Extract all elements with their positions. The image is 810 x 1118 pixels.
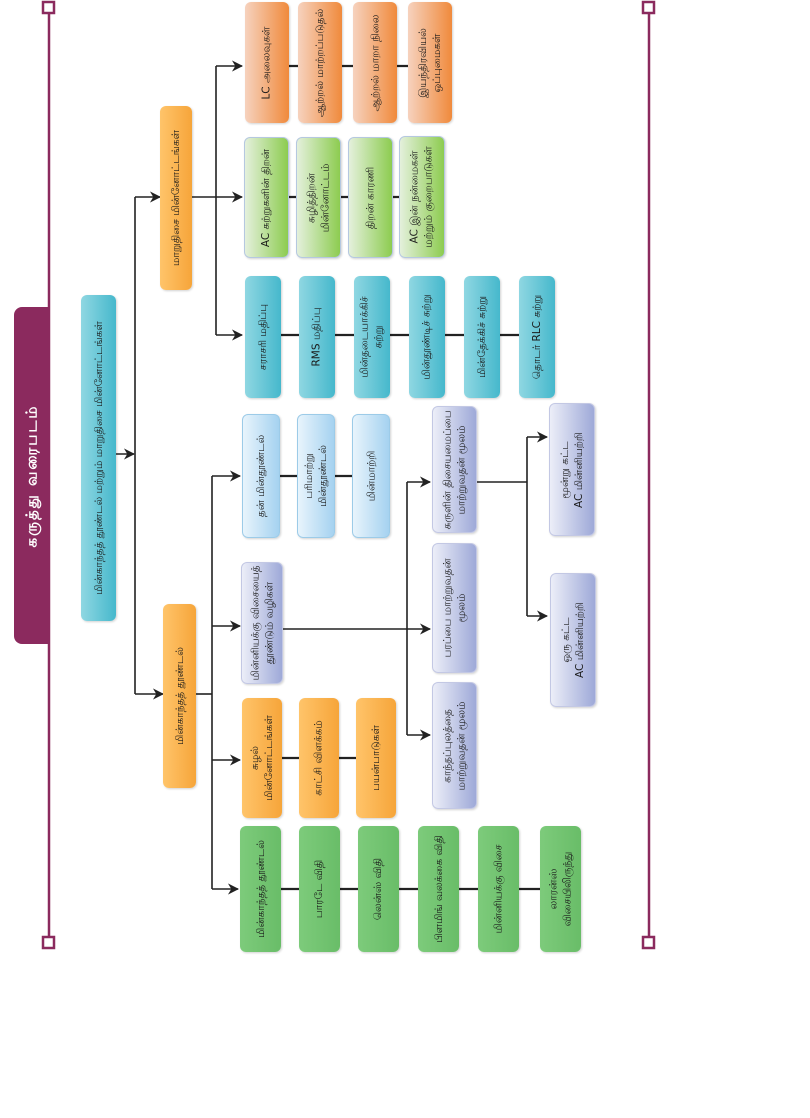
title-bar: கருத்து வரைபடம் [14, 307, 50, 644]
law-node-5: மின்னியக்கு விசை [478, 826, 519, 952]
emf-methods-node: மின்னியக்கு விசையைத் தூண்டும் வழிகள் [241, 562, 283, 684]
circuit-node-3: மின்தடையாக்கிச் சுற்று [354, 276, 390, 398]
power-node-3: திறன் காரணி [348, 137, 393, 258]
law-node-3: லென்ஸ் விதி [358, 826, 399, 952]
circuit-node-2: RMS மதிப்பு [299, 276, 335, 398]
inductance-node-3: மின்மாற்றி [352, 414, 390, 538]
power-node-2: சுழித்திறன் மின்னோட்டம் [296, 137, 341, 258]
frame-corner-tl [41, 0, 56, 15]
circuit-node-4: மின்தூண்டிச் சுற்று [409, 276, 445, 398]
generator-three-phase: மூன்று கட்ட AC மின்னியற்றி [549, 403, 595, 536]
em-node: மின்காந்தத் தூண்டல் [163, 604, 196, 788]
lc-node-2: ஆற்றல் மாற்றப்படுதல் [298, 2, 342, 123]
circuit-node-5: மின்தேக்கிச் சுற்று [464, 276, 500, 398]
emf-method-area: பரப்பை மாற்றுவதன் மூலம் [432, 543, 477, 673]
eddy-node-3: பயன்பாடுகள் [356, 698, 396, 818]
frame-corner-bl [41, 935, 56, 950]
inductance-node-1: தன் மின்தூண்டல் [242, 414, 280, 538]
root-node: மின்காந்தத் தூண்டல் மற்றும் மாறுதிசை மின… [81, 295, 116, 621]
law-node-1: மின்காந்தத் தூண்டல் [240, 826, 281, 952]
circuit-node-6: தொடர் RLC சுற்று [519, 276, 555, 398]
inductance-node-2: பரிமாற்று மின்தூண்டல் [297, 414, 335, 538]
law-node-4: பிளமிங் வலக்கை விதி [418, 826, 459, 952]
ac-node: மாறுதிசை மின்னோட்டங்கள் [160, 106, 192, 290]
lc-node-3: ஆற்றல் மாறா நிலை [353, 2, 397, 123]
page-title: கருத்து வரைபடம் [22, 404, 40, 547]
emf-method-field: காந்தப்புலத்தை மாற்றுவதன் மூலம் [432, 682, 477, 809]
law-node-6: லாரன்ஸ் விசையிலிருந்து [540, 826, 581, 952]
emf-method-orientation: சுருளின் திசையமைப்பை மாற்றுவதன் மூலம் [432, 406, 477, 533]
lc-node-4: இயந்திரவியல் ஒப்புமைகள் [408, 2, 452, 123]
law-node-2: பாரடே விதி [299, 826, 340, 952]
eddy-node-2: காட்சி விளக்கம் [299, 698, 339, 818]
frame-corner-tr [641, 0, 656, 15]
eddy-node-1: சுழல் மின்னோட்டங்கள் [242, 698, 282, 818]
power-node-4: AC இன் நன்மைகள் மற்றும் குறைபாடுகள் [399, 136, 445, 258]
lc-node-1: LC அலைவுகள் [245, 2, 289, 123]
circuit-node-1: சராசரி மதிப்பு [245, 276, 281, 398]
frame-corner-br [641, 935, 656, 950]
generator-single-phase: ஒரு கட்ட AC மின்னியற்றி [550, 573, 596, 707]
power-node-1: AC சுற்றுகளின் திறன் [244, 137, 289, 258]
